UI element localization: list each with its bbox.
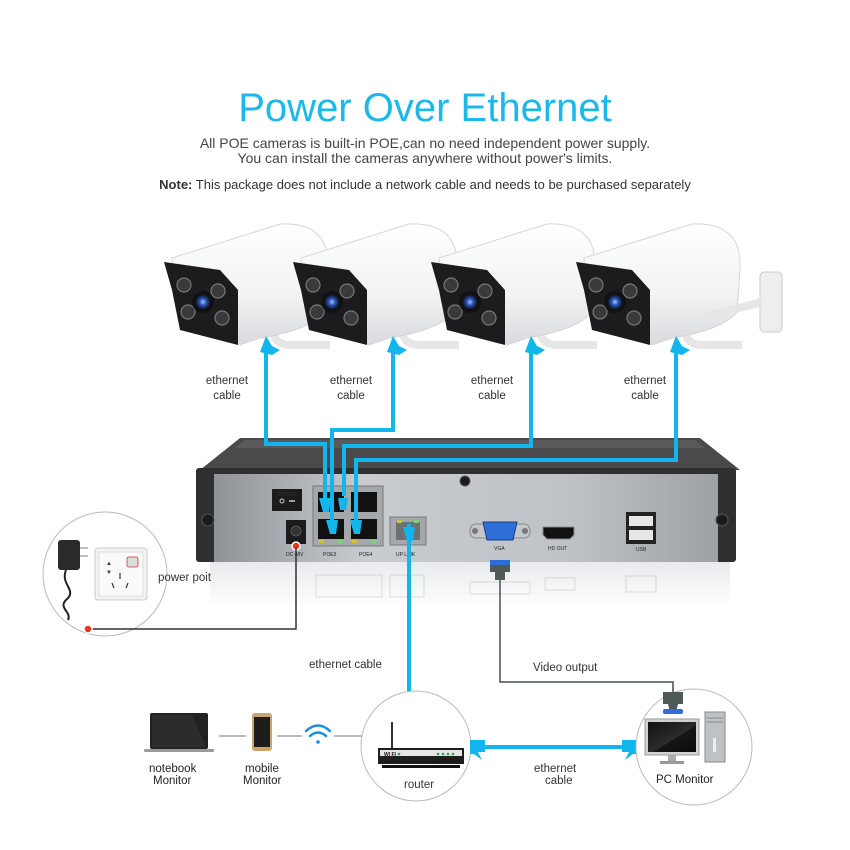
nvr-recorder: POWER DC 48V POE3 POE4 UP LINK VGA HD OU… xyxy=(196,438,740,608)
cable-camera-2 xyxy=(330,352,395,522)
router-icon: WI FI xyxy=(378,722,464,768)
usb-label: USB xyxy=(636,547,647,553)
svg-text:▲: ▲ xyxy=(106,561,112,567)
screw-icon xyxy=(459,475,471,487)
notebook-label-1: notebook xyxy=(149,763,197,775)
vga-plug-icon xyxy=(490,563,510,580)
power-switch-label: POWER xyxy=(278,492,297,498)
wall-mount-icon xyxy=(699,271,783,333)
cable-label: ethernet xyxy=(330,375,373,387)
video-output-label: Video output xyxy=(533,662,598,674)
video-cable xyxy=(499,580,674,692)
cable-camera-3 xyxy=(342,352,533,496)
cable-label: cable xyxy=(213,390,241,402)
cable-label: cable xyxy=(631,390,659,402)
router-cable-label: ethernet cable xyxy=(309,659,382,671)
hdout-label: HD OUT xyxy=(548,546,567,552)
subtitle-line-2: You can install the cameras anywhere wit… xyxy=(237,150,613,166)
router-wifi-text: WI FI xyxy=(384,752,397,758)
power-switch[interactable] xyxy=(272,489,302,511)
router-label: router xyxy=(404,779,434,791)
wifi-icon xyxy=(304,724,332,744)
vga-label: VGA xyxy=(494,546,505,552)
uplink-label: UP LINK xyxy=(396,552,416,558)
poe4-label: POE4 xyxy=(359,552,373,558)
poe3-label: POE3 xyxy=(323,552,337,558)
power-cable xyxy=(88,548,297,630)
dc-label: DC 48V xyxy=(286,552,304,558)
camera-3 xyxy=(431,223,597,349)
power-point-label: power poit xyxy=(158,572,212,584)
cable-label: ethernet xyxy=(206,375,249,387)
cable-label: ethernet xyxy=(471,375,514,387)
subtitle-line-1: All POE cameras is built-in POE,can no n… xyxy=(199,135,651,151)
cable-label: cable xyxy=(337,390,365,402)
screw-icon xyxy=(715,513,729,527)
cable-camera-1 xyxy=(264,352,327,500)
pc-monitor-label: PC Monitor xyxy=(656,774,714,786)
camera-1 xyxy=(164,223,330,349)
cable-label: ethernet xyxy=(624,375,667,387)
vga-connector-icon xyxy=(663,692,683,712)
pc-tower-icon xyxy=(704,711,726,763)
camera-2 xyxy=(293,223,459,349)
screw-icon xyxy=(201,513,215,527)
mobile-label-2: Monitor xyxy=(243,775,282,787)
mobile-label-1: mobile xyxy=(245,763,279,775)
package-note: Note: This package does not include a ne… xyxy=(0,177,850,192)
cable-label: cable xyxy=(478,390,506,402)
camera-cables xyxy=(264,352,678,522)
power-adapter-icon xyxy=(58,540,80,570)
camera-4 xyxy=(576,223,742,349)
mobile-phone-icon xyxy=(252,713,272,751)
note-label: Note: xyxy=(159,177,193,192)
pc-cable-label-1: ethernet xyxy=(534,763,577,775)
pc-cable-label-2: cable xyxy=(545,775,573,787)
notebook-label-2: Monitor xyxy=(153,775,192,787)
hdmi-port[interactable] xyxy=(542,526,575,540)
power-adapter-group: ▲ ▼ xyxy=(42,511,297,637)
vga-port[interactable] xyxy=(482,521,518,541)
notebook-icon xyxy=(144,713,214,752)
page-title: Power Over Ethernet xyxy=(238,86,612,130)
note-text: This package does not include a network … xyxy=(192,177,691,192)
svg-text:▼: ▼ xyxy=(106,570,112,576)
cable-camera-4 xyxy=(354,352,678,522)
rj45-connectors xyxy=(260,336,690,534)
pc-monitor-icon xyxy=(644,718,700,764)
